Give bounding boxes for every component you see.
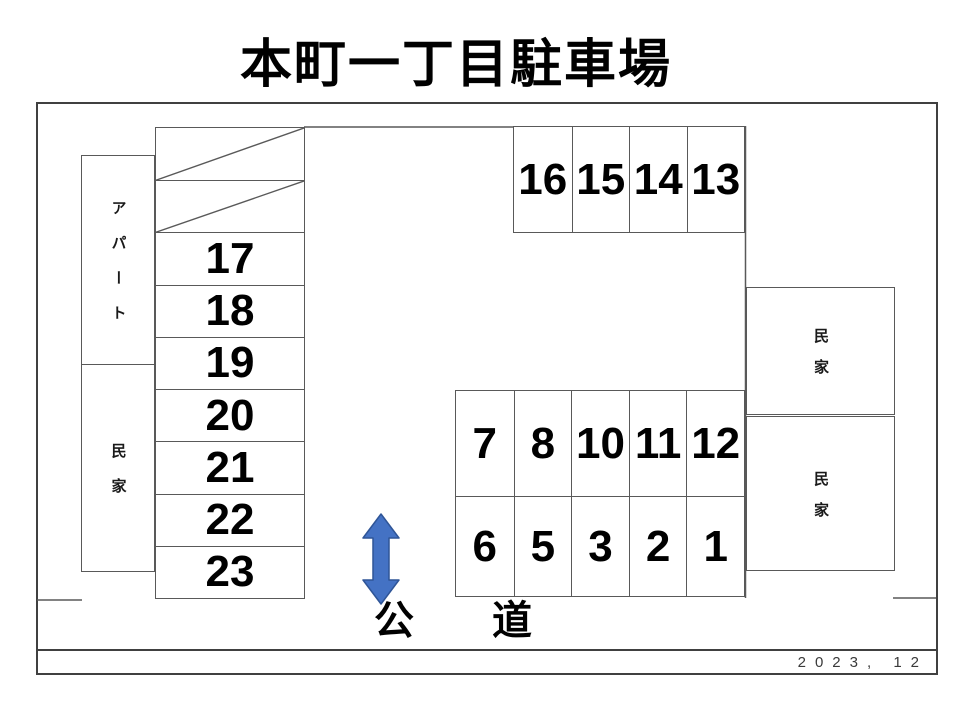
parking-space-8: 8 bbox=[513, 391, 572, 496]
parking-space-22: 22 bbox=[156, 493, 304, 546]
map-date: 2023, 12 bbox=[797, 653, 928, 671]
private-house-east-top-label: 民家 bbox=[812, 328, 829, 390]
apartment-building: アパート bbox=[81, 155, 155, 365]
private-house-east-top: 民家 bbox=[746, 287, 895, 415]
private-house-east-bottom-label: 民家 bbox=[812, 470, 829, 533]
parking-space-17: 17 bbox=[156, 232, 304, 284]
page-title: 本町一丁目駐車場 bbox=[239, 36, 672, 94]
parking-space-21: 21 bbox=[156, 441, 304, 493]
private-house-east-bottom: 民家 bbox=[746, 416, 895, 571]
parking-space-14: 14 bbox=[629, 127, 687, 232]
parking-space-11: 11 bbox=[628, 391, 687, 496]
parking-space-19: 19 bbox=[156, 336, 304, 389]
parking-space-1: 1 bbox=[686, 496, 744, 596]
road-label-right: 道 bbox=[492, 599, 532, 643]
parking-space-13: 13 bbox=[686, 127, 745, 232]
parking-space-20: 20 bbox=[156, 389, 304, 441]
site-boundary bbox=[36, 102, 938, 675]
parking-space-5: 5 bbox=[513, 496, 572, 596]
parking-space-6: 6 bbox=[456, 496, 514, 596]
parking-space-18: 18 bbox=[156, 284, 304, 337]
parking-space-23: 23 bbox=[156, 545, 304, 598]
apartment-label: アパート bbox=[109, 200, 127, 340]
parking-space-unavailable bbox=[156, 180, 304, 232]
road-label: 公 道 bbox=[374, 601, 532, 641]
parking-space-unavailable bbox=[156, 128, 304, 180]
parking-space-10: 10 bbox=[571, 391, 629, 496]
parking-space-7: 7 bbox=[472, 418, 498, 468]
private-house-west: 民家 bbox=[81, 363, 155, 572]
footer-band: 2023, 12 bbox=[38, 649, 936, 673]
private-house-west-label: 民家 bbox=[109, 442, 127, 513]
parking-space-2: 2 bbox=[628, 496, 687, 596]
parking-space-15: 15 bbox=[571, 127, 630, 232]
road-label-left: 公 bbox=[374, 599, 414, 643]
parking-space-16: 16 bbox=[518, 154, 568, 204]
parking-space-3: 3 bbox=[571, 496, 629, 596]
parking-space-12: 12 bbox=[686, 391, 744, 496]
